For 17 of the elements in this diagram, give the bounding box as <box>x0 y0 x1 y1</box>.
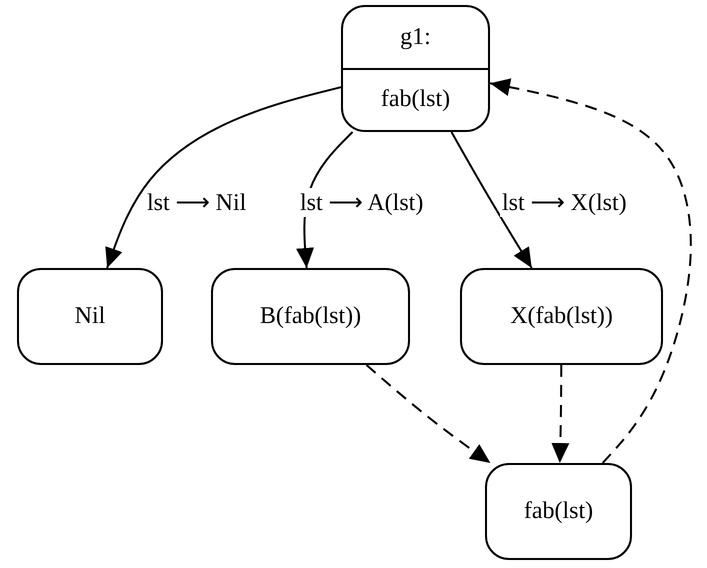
node-label: g1: <box>400 24 431 51</box>
arrow <box>366 364 491 464</box>
node-label: X(fab(lst)) <box>510 303 613 330</box>
rounded-box <box>485 463 632 560</box>
arrow <box>551 365 570 464</box>
rounded-box <box>211 268 410 365</box>
rounded-box <box>341 5 490 132</box>
rounded-box <box>17 268 163 365</box>
node-label: fab(lst) <box>380 86 450 114</box>
edge-label: lst ⟶ A(lst) <box>298 188 426 217</box>
arrow <box>490 78 692 464</box>
arrow <box>105 86 342 268</box>
node-label: B(fab(lst)) <box>260 303 362 330</box>
node-label: Nil <box>74 303 106 330</box>
node-label: fab(lst) <box>524 498 594 525</box>
rounded-box <box>460 268 663 365</box>
arrow <box>450 132 533 269</box>
